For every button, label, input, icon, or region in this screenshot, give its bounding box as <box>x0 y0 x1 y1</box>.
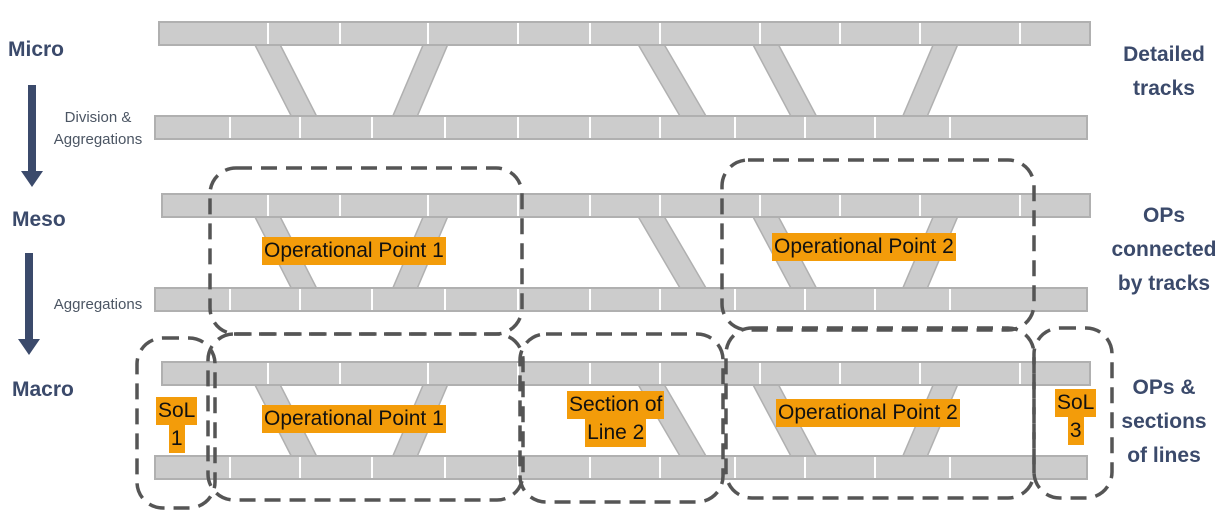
label-text: 1 <box>168 425 185 453</box>
label-text: Line 2 <box>585 419 647 447</box>
description-micro: Detailed tracks <box>1112 38 1216 106</box>
label-text: Operational Point 1 <box>262 237 446 265</box>
description-meso: OPs connected by tracks <box>1102 199 1226 301</box>
label-text: Operational Point 2 <box>776 399 960 427</box>
label-text: 3 <box>1067 417 1084 445</box>
dashed-boxes-layer <box>135 158 1114 510</box>
track-connector <box>635 368 710 474</box>
macro-sol3-box <box>1032 326 1114 500</box>
transition-division-aggregations: Division & Aggregations <box>48 107 148 151</box>
level-macro: Macro <box>12 378 74 401</box>
description-line: connected <box>1111 238 1217 261</box>
description-line: OPs & <box>1132 376 1196 399</box>
label-text: Operational Point 2 <box>772 233 956 261</box>
description-line: tracks <box>1133 77 1195 100</box>
meso-op2-label: Operational Point 2 <box>772 233 956 261</box>
label-text: Operational Point 1 <box>262 405 446 433</box>
label-text: SoL <box>1055 389 1097 417</box>
description-macro: OPs & sections of lines <box>1106 371 1222 473</box>
meso-op1-label: Operational Point 1 <box>262 237 446 265</box>
track-rail <box>154 455 1088 480</box>
macro-sol3-label: SoL 3 <box>1055 389 1097 445</box>
track-connector <box>750 29 820 133</box>
label-text: SoL <box>156 397 198 425</box>
transition-line: Aggregations <box>53 131 143 148</box>
macro-sol1-label: SoL 1 <box>156 397 198 453</box>
track-connector <box>635 200 710 306</box>
track-connector <box>390 29 450 133</box>
description-line: Detailed <box>1123 43 1205 66</box>
macro-sol2-box <box>518 332 725 504</box>
transition-aggregations: Aggregations <box>53 296 143 313</box>
track-rail <box>154 287 1088 312</box>
meso-op2-box <box>720 158 1036 332</box>
macro-op1-label: Operational Point 1 <box>262 405 446 433</box>
level-meso: Meso <box>12 208 66 231</box>
track-rail <box>161 361 1091 386</box>
track-connector <box>900 29 960 133</box>
macro-sol2-label: Section of Line 2 <box>567 391 665 447</box>
macro-op1-box <box>206 332 525 502</box>
description-line: by tracks <box>1117 272 1211 295</box>
macro-op2-label: Operational Point 2 <box>776 399 960 427</box>
description-line: OPs <box>1142 204 1186 227</box>
description-line: sections <box>1121 410 1207 433</box>
description-line: of lines <box>1127 444 1201 467</box>
track-rail <box>161 193 1091 218</box>
transition-line: Division & <box>64 109 132 126</box>
label-text: Section of <box>567 391 665 419</box>
macro-sol1-box <box>135 336 217 510</box>
track-connector <box>252 29 320 133</box>
track-rail <box>154 115 1088 140</box>
track-rail <box>158 21 1091 46</box>
level-micro: Micro <box>8 38 65 61</box>
track-connector <box>635 28 710 134</box>
